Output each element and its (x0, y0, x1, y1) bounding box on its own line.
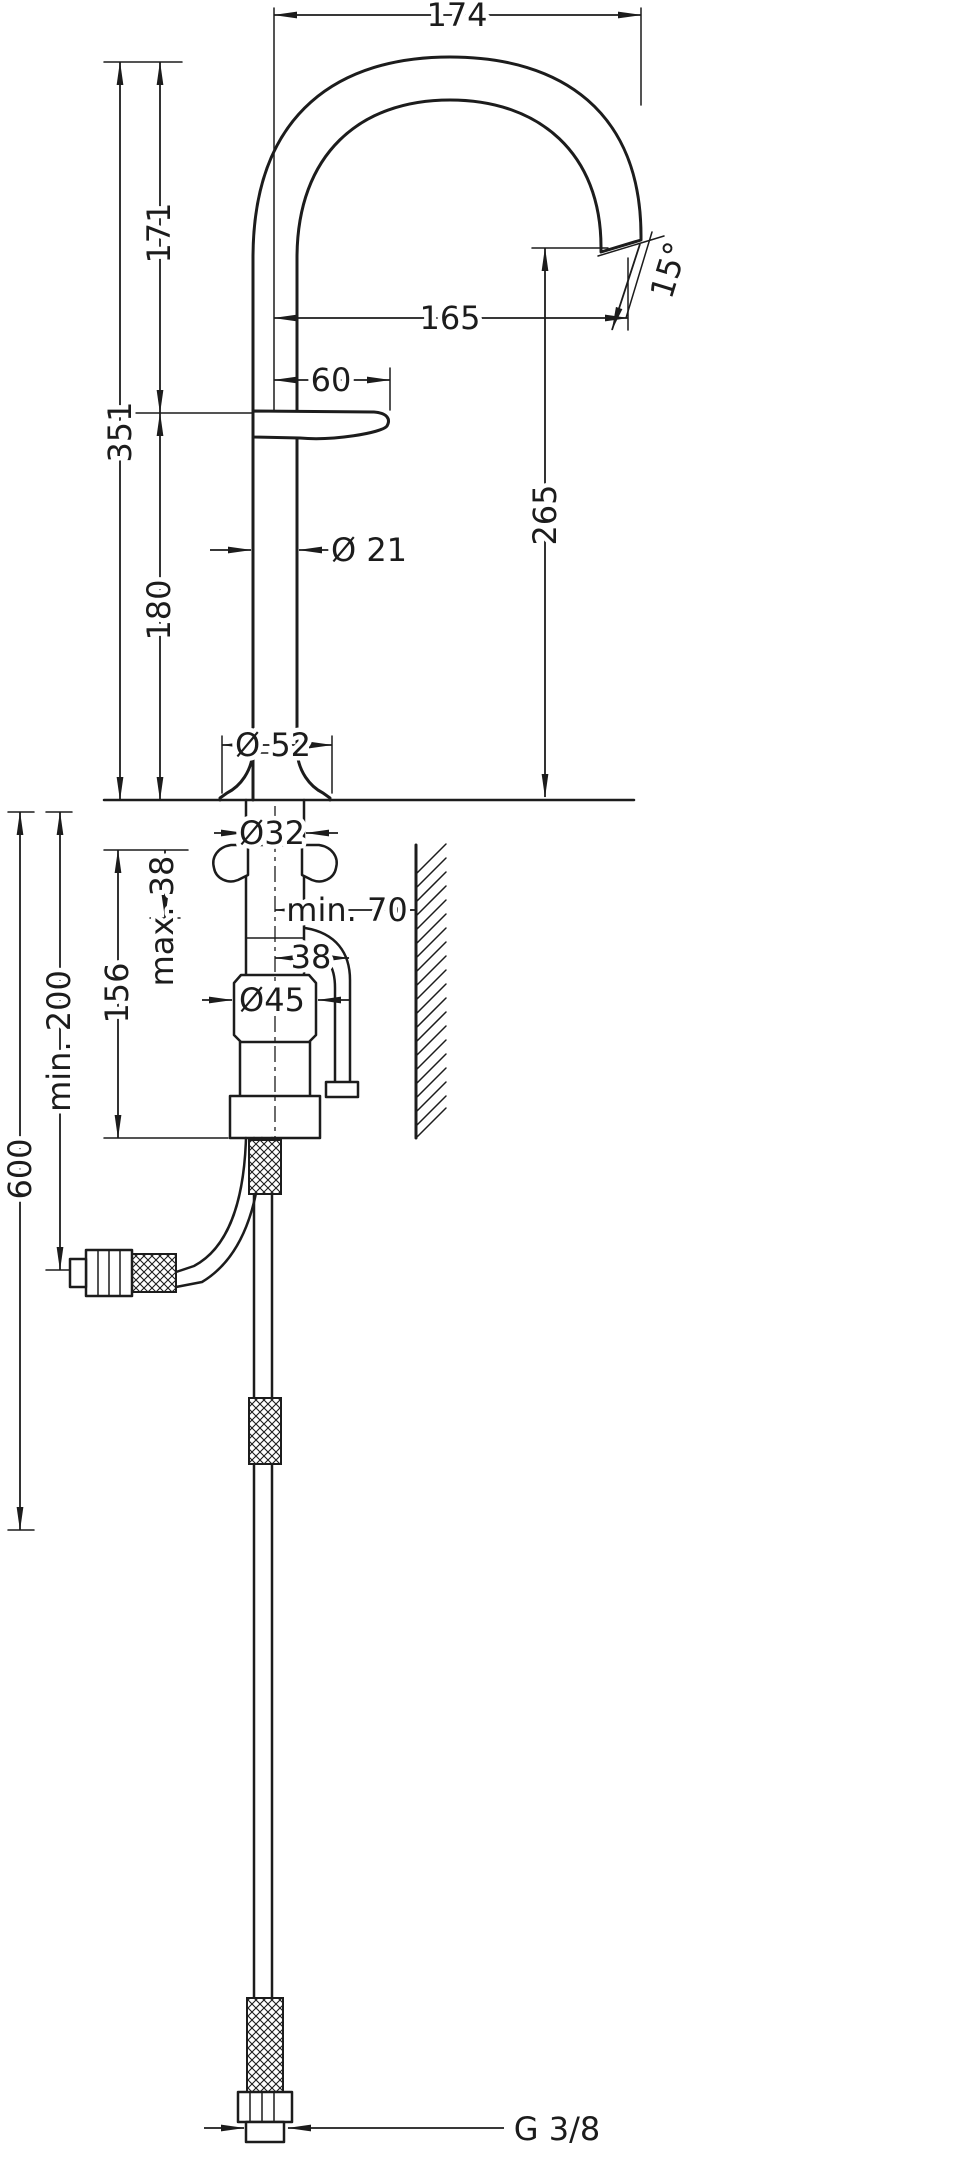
mounting-horn-right (300, 843, 338, 883)
dim-label-column-diameter: Ø 21 (331, 531, 407, 569)
dim-label-side-offset: 38 (291, 938, 332, 976)
dim-label-base-diameter: Ø 52 (235, 726, 311, 764)
left-fitting-braid-collar (131, 1253, 177, 1293)
braided-section-upper (248, 1139, 282, 1195)
braided-section-lower (246, 1997, 284, 2093)
dim-label-spout-width: 174 (426, 0, 487, 34)
base-right-flare (295, 751, 332, 802)
dim-label-wall-clearance: min. 70 (286, 891, 407, 929)
dim-label-handle-length: 60 (311, 361, 352, 399)
dim-label-body-diameter: Ø45 (239, 981, 305, 1019)
dim-label-hose-clearance: min. 200 (40, 970, 78, 1112)
bottom-fitting-end (244, 2120, 286, 2144)
dim-label-upper-height: 171 (140, 202, 178, 263)
braided-section-middle (248, 1397, 282, 1465)
left-fitting-knurling (97, 1249, 121, 1297)
wall-hatching (415, 843, 447, 1139)
dim-label-hose-length: 600 (1, 1138, 39, 1199)
dim-label-spout-angle: 15° (643, 237, 696, 302)
dim-label-spout-reach: 165 (419, 299, 480, 337)
bottom-fitting-knurling (249, 2091, 275, 2123)
dim-arrow-15deg (611, 243, 641, 331)
dim-label-shank-diameter: Ø32 (239, 814, 305, 852)
dim-label-deck-thickness: max. 38 (143, 856, 181, 987)
side-hose-end-cap (324, 1080, 360, 1099)
bottom-fitting-nut (236, 2090, 294, 2124)
wall-section (414, 843, 447, 1140)
dim-label-connection-thread: G 3/8 (514, 2110, 600, 2148)
dim-label-lower-height: 180 (140, 579, 178, 640)
dimension-labels: 174 351 171 180 165 60 15° 265 Ø 21 Ø 52… (0, 0, 700, 2153)
dim-label-total-height: 351 (101, 401, 139, 462)
handle-lever (251, 409, 390, 441)
side-hose-inner (303, 948, 337, 1084)
faucet-body-outline (218, 55, 643, 802)
mounting-horn-left (212, 843, 250, 883)
spout-and-column-outline (251, 55, 643, 802)
spout-angle-reference-line (625, 231, 653, 319)
dim-label-underdeck-height: 156 (98, 962, 136, 1023)
left-fitting-end (68, 1257, 88, 1289)
side-hose-curve-outer (174, 1136, 248, 1274)
base-left-flare (218, 751, 255, 802)
supply-hoses (68, 1136, 294, 2144)
side-hose-outer (303, 926, 352, 1084)
dim-label-outlet-height: 265 (526, 484, 564, 545)
spout-angle-face-line (597, 235, 665, 257)
extension-lines (7, 7, 665, 1531)
dimension-lines (16, 11, 642, 2132)
